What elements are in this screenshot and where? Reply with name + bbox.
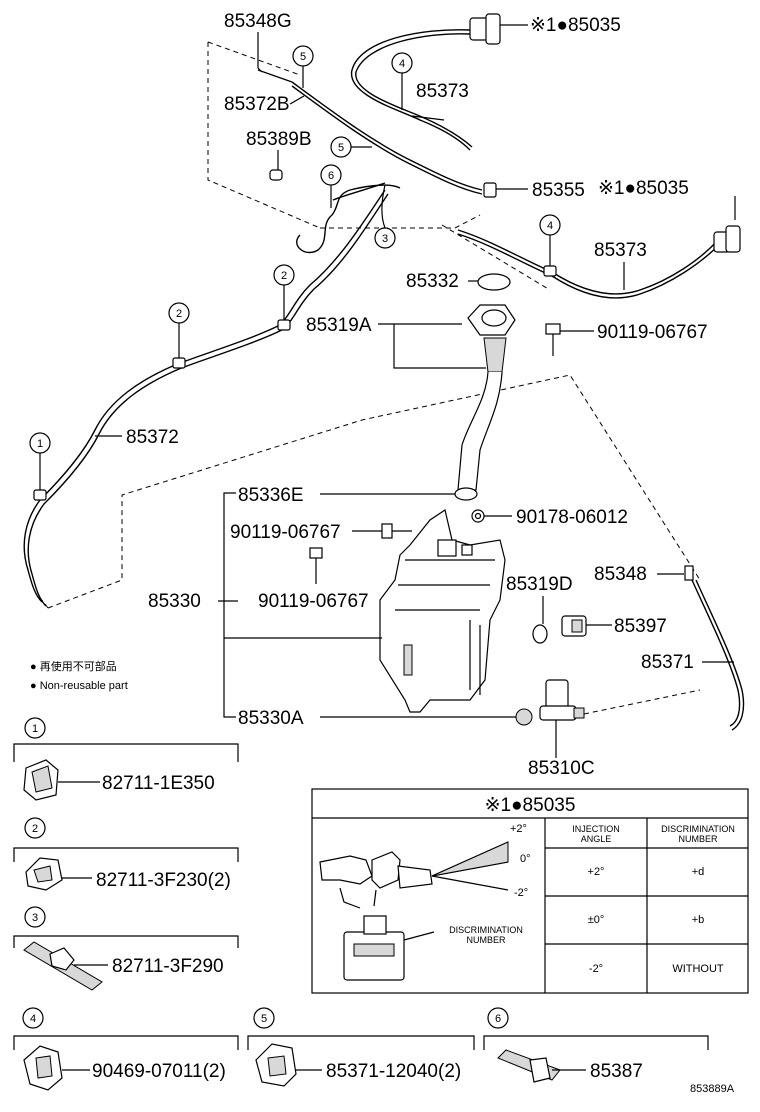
clip-5-image: [255, 1043, 297, 1087]
label-85035-top: ※1●85035: [530, 15, 621, 36]
label-85330A: 85330A: [238, 708, 304, 729]
label-90178-06012: 90178-06012: [516, 507, 628, 528]
callout-2-lower: 2: [176, 308, 182, 320]
callout-5-top: 5: [300, 51, 306, 63]
label-90119-06767-c: 90119-06767: [258, 591, 369, 612]
clip-2-part: 82711-3F230(2): [96, 870, 231, 891]
clip-4-number: 4: [30, 1013, 36, 1025]
callout-6: 6: [328, 170, 334, 182]
angle-plus: +2°: [510, 823, 527, 835]
clip-6-part: 85387: [590, 1061, 643, 1082]
clip-3-number: 3: [32, 912, 38, 924]
clip-3-part: 82711-3F290: [112, 956, 224, 977]
clip-3-image: [23, 941, 103, 991]
nozzle-table: [311, 788, 749, 994]
callout-4-right: 4: [547, 220, 553, 232]
angle-zero: 0°: [520, 853, 531, 865]
label-85355: 85355: [532, 180, 585, 201]
nozzle-connector-illustration: [343, 915, 405, 981]
label-85336E: 85336E: [238, 485, 304, 506]
clip-5-part: 85371-12040(2): [326, 1061, 461, 1082]
clip-2-image: [25, 857, 63, 891]
clip-1-number: 1: [32, 723, 38, 735]
diagram-code: 853889A: [690, 1083, 735, 1095]
filler-neck: [457, 304, 516, 491]
callout-1: 1: [37, 438, 43, 450]
nut: [471, 509, 485, 523]
bolt-top: [545, 323, 561, 356]
nozzle-connector-top: [469, 13, 501, 45]
table-row1-number: +d: [692, 866, 705, 878]
label-85319D: 85319D: [506, 574, 573, 595]
clip-5-number: 5: [261, 1013, 267, 1025]
clip-4-image: [23, 1045, 63, 1091]
label-85372: 85372: [126, 427, 179, 448]
label-85348G: 85348G: [224, 11, 292, 32]
clip-6-image: [497, 1049, 561, 1083]
bolt-low: [309, 547, 323, 584]
clip-6-number: 6: [495, 1013, 501, 1025]
nozzle-connector-right: [713, 225, 741, 253]
clip-1-image: [23, 759, 59, 801]
label-85035-right: ※1●85035: [598, 178, 689, 199]
washer-pump: [539, 679, 585, 721]
label-85330: 85330: [148, 591, 201, 612]
label-85373-top: 85373: [416, 81, 469, 102]
clip-4-part: 90469-07011(2): [92, 1061, 226, 1082]
clip-1-part: 82711-1E350: [102, 773, 215, 794]
callout-3: 3: [382, 233, 388, 245]
label-85310C: 85310C: [528, 758, 595, 779]
clip-2-number: 2: [32, 823, 38, 835]
legend-japanese: ● 再使用不可部品: [30, 659, 117, 673]
label-85319A: 85319A: [306, 315, 372, 336]
table-row2-angle: ±0°: [588, 914, 605, 926]
bolt-mid: [381, 523, 412, 539]
table-title: ※1●85035: [485, 795, 576, 816]
callout-2-upper: 2: [281, 270, 287, 282]
label-85397: 85397: [614, 616, 667, 637]
label-85371: 85371: [641, 652, 694, 673]
label-90119-06767-b: 90119-06767: [230, 522, 341, 543]
label-85373-mid: 85373: [594, 240, 647, 261]
label-85389B: 85389B: [246, 129, 312, 150]
label-85372B: 85372B: [224, 94, 290, 115]
level-sensor: [561, 615, 587, 637]
label-85348: 85348: [594, 564, 647, 585]
table-row3-number: WITHOUT: [672, 963, 724, 975]
legend-english: ● Non-reusable part: [30, 680, 128, 692]
table-row1-angle: +2°: [588, 866, 605, 878]
angle-minus: -2°: [514, 887, 528, 899]
callout-4-top: 4: [399, 58, 405, 70]
table-row3-angle: -2°: [589, 963, 603, 975]
callout-5-mid: 5: [338, 142, 344, 154]
label-85332: 85332: [406, 271, 459, 292]
nozzle-angle-illustration: [319, 841, 509, 909]
label-90119-06767-a: 90119-06767: [597, 322, 708, 343]
table-row2-number: +b: [692, 914, 705, 926]
washer-tank: [379, 509, 506, 713]
